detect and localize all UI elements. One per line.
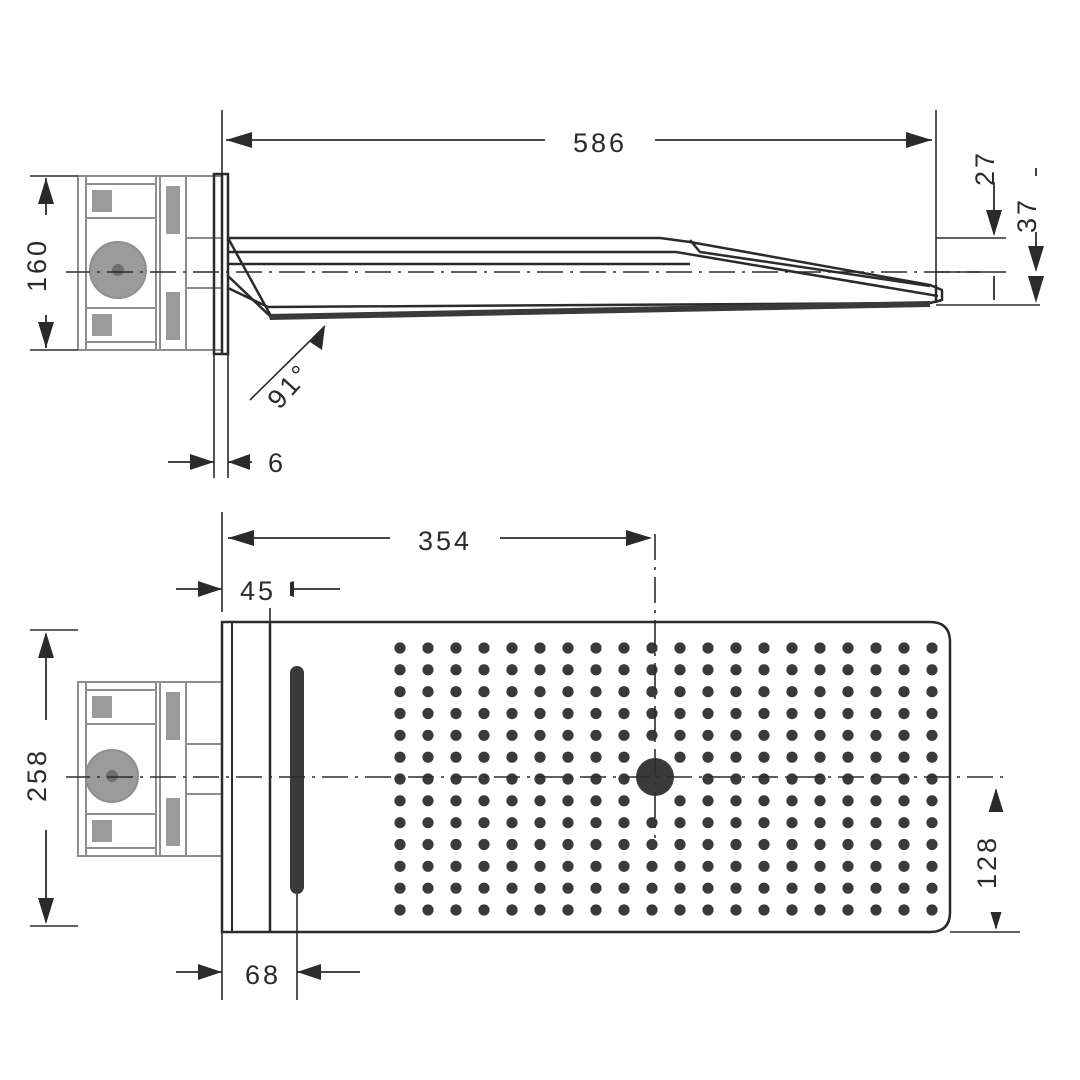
centerline-plan [64,534,1010,838]
dimension-27-label: 27 [970,150,1000,186]
dimension-45-label: 45 [240,576,276,606]
dimension-258: 258 [22,629,78,927]
dimension-68-label: 68 [245,960,281,990]
dimension-91deg-label: 91° [261,357,317,414]
dimension-586: 586 [221,110,937,290]
wall-bracket-side [77,175,223,351]
wall-bracket-plan [77,681,223,857]
dimension-354-label: 354 [418,526,472,556]
dimension-27: 27 [936,130,1015,300]
dimension-37-label: 37 [1012,197,1042,233]
dimension-6: 6 [168,354,286,478]
dimension-586-label: 586 [573,128,627,158]
rain-bar-slot [290,666,304,894]
dimension-6-label: 6 [268,448,286,478]
dimension-37: 37 [936,168,1058,306]
side-elevation-view: 586 160 27 37 [22,110,1058,478]
dimension-258-label: 258 [22,748,52,802]
dimension-354: 354 [221,512,652,612]
spray-nozzle-field [394,642,938,916]
dimension-45: 45 [176,570,340,622]
dimension-160: 160 [22,175,78,351]
dimension-160-label: 160 [22,238,52,292]
shower-underside-edge [268,301,930,320]
dimension-91deg: 91° [249,325,326,415]
dimension-128-label: 128 [972,835,1002,889]
bottom-plan-view: 354 45 258 128 [22,512,1020,1000]
center-nozzle [636,758,674,796]
dimension-68: 68 [176,894,360,1000]
dimension-128: 128 [950,788,1020,933]
